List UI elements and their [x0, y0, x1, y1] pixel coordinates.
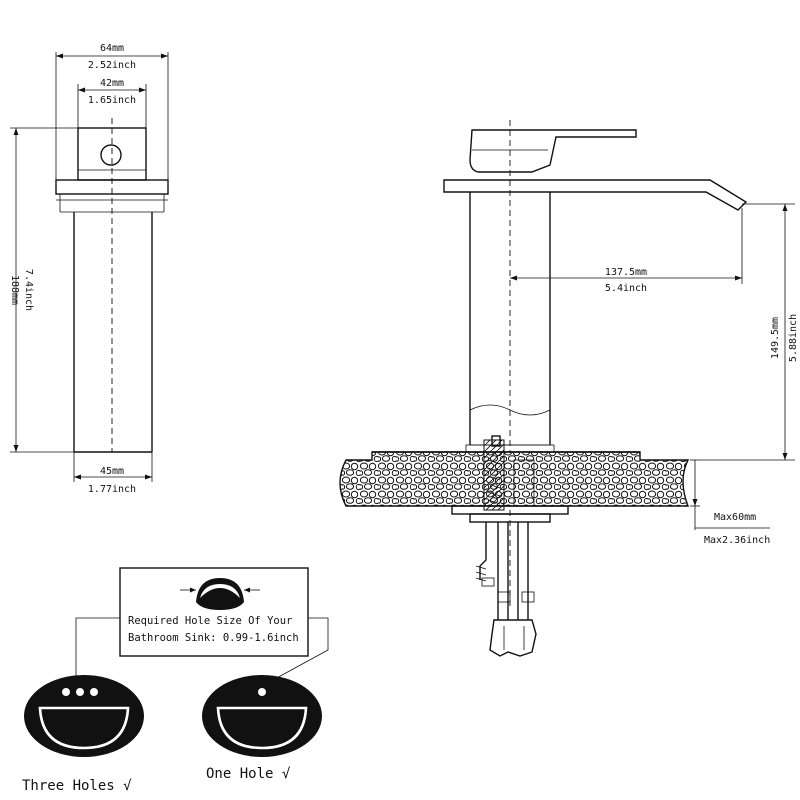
caption-three-holes: Three Holes √	[22, 778, 132, 794]
dim-deck-thickness-inch: Max2.36inch	[704, 535, 770, 546]
mounting-shank	[483, 439, 505, 511]
dim-reach-mm: 137.5mm	[605, 267, 647, 278]
dim-top-width-mm: 64mm	[100, 43, 124, 54]
requirement-line-2: Bathroom Sink: 0.99-1.6inch	[128, 632, 299, 644]
hole-requirement-panel: Required Hole Size Of Your Bathroom Sink…	[75, 567, 329, 687]
hole-size-icon	[196, 578, 244, 610]
sink-one-hole: One Hole √	[202, 675, 322, 782]
dim-top-width-inch: 2.52inch	[88, 60, 136, 71]
front-view: 64mm 2.52inch 42mm 1.65inch 188mm 7.4inc…	[9, 43, 169, 495]
dim-handle-width-mm: 42mm	[100, 78, 124, 89]
requirement-line-1: Required Hole Size Of Your	[128, 615, 292, 627]
leader-one-hole	[261, 617, 329, 687]
front-handle-hole	[100, 144, 122, 166]
dim-base-width-mm: 45mm	[100, 466, 124, 477]
requirement-box	[119, 567, 309, 657]
leader-three-holes	[75, 617, 120, 686]
dim-base-width-inch: 1.77inch	[88, 484, 136, 495]
side-view: 137.5mm 5.4inch 149.5mm 5.88inch Max60mm…	[339, 120, 799, 657]
dim-spout-height-mm: 149.5mm	[770, 317, 781, 359]
side-spout	[443, 179, 748, 211]
side-handle	[469, 129, 637, 173]
dim-height-mm: 188mm	[9, 275, 20, 305]
caption-one-hole: One Hole √	[206, 766, 291, 782]
dim-reach-inch: 5.4inch	[605, 283, 647, 294]
dim-deck-thickness-mm: Max60mm	[714, 512, 756, 523]
sink-three-holes: Three Holes √	[22, 675, 144, 794]
dim-height-inch: 7.4inch	[23, 269, 34, 311]
hose-connectors	[489, 619, 537, 657]
dim-spout-height-inch: 5.88inch	[788, 314, 799, 362]
dim-handle-width-inch: 1.65inch	[88, 95, 136, 106]
